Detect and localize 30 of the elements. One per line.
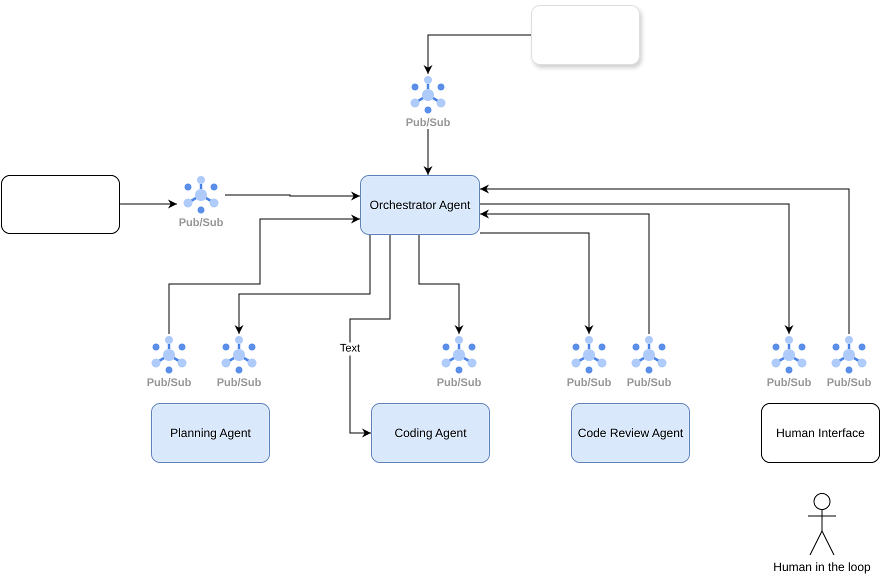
rounded-box: Human Interface: [761, 403, 880, 463]
icon-label: Pub/Sub: [826, 377, 872, 389]
icon-label: Pub/Sub: [436, 377, 482, 389]
edge-label: Text: [338, 342, 362, 356]
icon-label: Pub/Sub: [406, 117, 450, 129]
arrow: [418, 234, 464, 334]
agent-box: Planning Agent: [151, 403, 270, 463]
arrow: [234, 234, 370, 334]
arrow: [480, 204, 794, 334]
arrow: [480, 232, 594, 334]
arrow: [350, 234, 390, 438]
arrow: [480, 210, 650, 334]
arrow: [224, 192, 360, 200]
arrow: [120, 200, 178, 208]
agent-box: Code Review Agent: [571, 403, 690, 463]
person-label: Human in the loop: [773, 560, 871, 574]
empty-rounded-box: [1, 175, 120, 234]
agent-box: Orchestrator Agent: [360, 175, 480, 235]
icon-label: Pub/Sub: [566, 377, 612, 389]
empty-card: [531, 5, 640, 65]
icon-label: Pub/Sub: [216, 377, 262, 389]
icon-label: Pub/Sub: [178, 217, 224, 229]
arrow: [480, 184, 850, 334]
icon-label: Pub/Sub: [626, 377, 672, 389]
icon-label: Pub/Sub: [766, 377, 812, 389]
arrow: [168, 214, 360, 334]
icon-label: Pub/Sub: [146, 377, 192, 389]
arrow: [424, 34, 532, 74]
agent-box: Coding Agent: [371, 403, 490, 463]
arrow: [424, 128, 432, 176]
